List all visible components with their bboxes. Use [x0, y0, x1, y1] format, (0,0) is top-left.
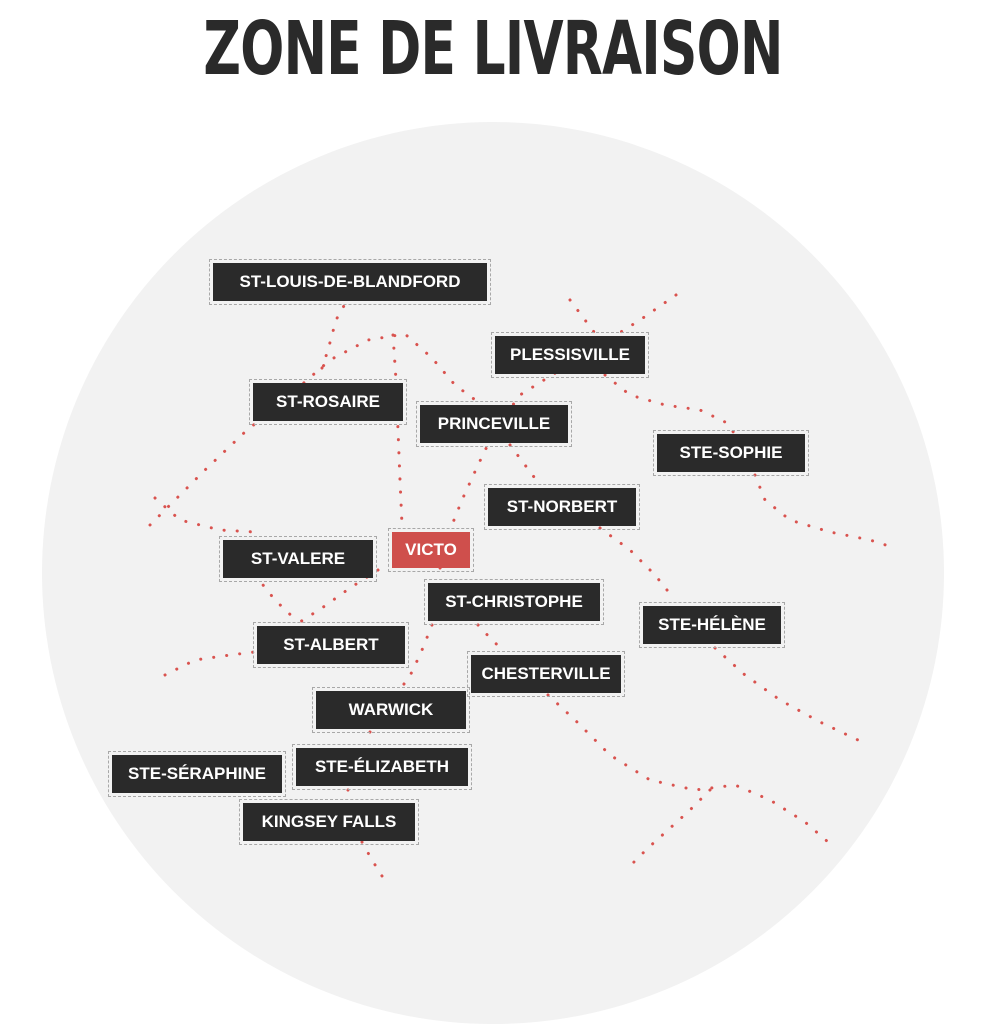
page-title: ZONE DE LIVRAISON: [203, 6, 783, 92]
town-victo[interactable]: VICTO: [388, 528, 474, 572]
route-princeville-st-norbert: [508, 443, 542, 487]
town-ste-helene[interactable]: STE-HÉLÈNE: [639, 602, 785, 648]
town-princeville[interactable]: PRINCEVILLE: [416, 401, 572, 447]
route-west-st-valere: [153, 496, 257, 534]
town-plessisville[interactable]: PLESSISVILLE: [491, 332, 649, 378]
route-warwick-ste-elizabeth: [363, 730, 372, 744]
town-ste-sophie[interactable]: STE-SOPHIE: [653, 430, 809, 476]
route-st-rosaire-victo: [391, 333, 404, 527]
route-st-norbert-ste-helene: [598, 526, 677, 602]
town-warwick[interactable]: WARWICK: [312, 687, 470, 733]
route-st-louis-st-rosaire: [316, 293, 352, 382]
town-st-rosaire[interactable]: ST-ROSAIRE: [249, 379, 407, 425]
town-ste-seraphine[interactable]: STE-SÉRAPHINE: [108, 751, 286, 797]
route-ste-elizabeth-kingsey: [344, 788, 350, 802]
route-far-west-st-albert: [163, 650, 257, 677]
town-st-norbert[interactable]: ST-NORBERT: [484, 484, 640, 530]
route-ste-helene-southeast: [713, 646, 860, 742]
route-ste-sophie-east: [753, 473, 894, 549]
route-plessisville-north: [568, 298, 602, 342]
route-chesterville-southeast: [546, 693, 830, 844]
town-st-valere[interactable]: ST-VALERE: [219, 536, 377, 582]
town-st-louis-de-blandford[interactable]: ST-LOUIS-DE-BLANDFORD: [209, 259, 491, 305]
route-southeast-branch: [630, 788, 712, 866]
town-ste-elizabeth[interactable]: STE-ÉLIZABETH: [292, 744, 472, 790]
route-st-christophe-chesterville: [476, 623, 507, 654]
route-victo-st-christophe: [438, 566, 447, 580]
route-st-valere-st-albert: [253, 573, 300, 624]
town-chesterville[interactable]: CHESTERVILLE: [467, 651, 625, 697]
delivery-zone-circle: [42, 122, 944, 1024]
town-st-albert[interactable]: ST-ALBERT: [253, 622, 409, 668]
route-st-christophe-warwick: [398, 623, 434, 692]
route-plessisville-ste-sophie: [603, 373, 742, 442]
route-network: [148, 293, 894, 878]
town-st-christophe[interactable]: ST-CHRISTOPHE: [424, 579, 604, 625]
town-kingsey-falls[interactable]: KINGSEY FALLS: [239, 799, 419, 845]
route-kingsey-south: [360, 840, 384, 878]
